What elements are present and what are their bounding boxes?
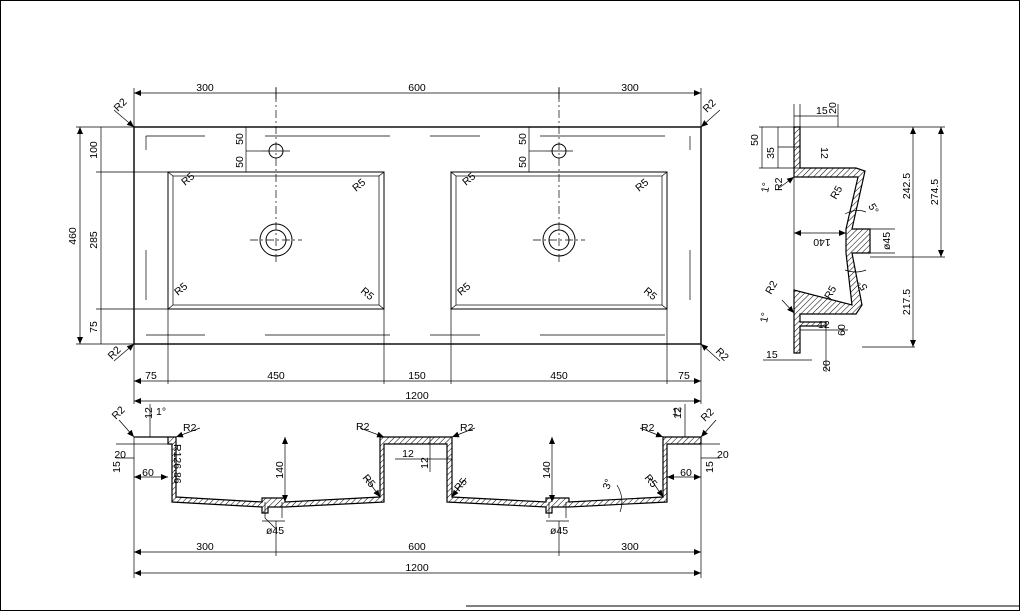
front-section: R2 R2 R2 R2 R2 R2 12 1° 20 15 60 R126.86… [110,404,729,578]
front-angle-left: 1° [156,406,166,418]
front-bowl-radius-left: R5 [360,472,378,490]
side-dim-274-5: 274.5 [929,179,941,205]
right-bowl-outline [450,171,668,310]
side-drain: ø45 [881,232,893,250]
front-radius-2: R2 [183,422,197,434]
dim-bottom-5: 75 [678,370,690,382]
front-inner-radius: R126.86 [171,444,183,484]
side-radius-inner-bottom: R5 [822,284,839,302]
side-radius-bottom: R2 [763,279,780,297]
dim-total-height: 460 [67,227,79,245]
side-dim-15-bottom: 15 [766,349,778,361]
side-dim-50: 50 [749,134,761,146]
side-dim-217-5: 217.5 [901,289,913,315]
side-section: 15 20 50 35 12 R2 1° R5 5° 5° R5 R2 1° 1… [749,102,945,372]
front-radius-3: R2 [356,421,370,433]
front-rim-12-right: 12 [672,407,684,419]
front-rim-20-right: 20 [717,449,729,461]
dim-bottom-3: 150 [408,370,426,382]
hole-offset-right-top: 50 [517,133,529,145]
side-dim-35: 35 [765,147,777,159]
bowl-radius-label: R5 [641,285,659,303]
front-section-profile [134,436,702,514]
dim-total-width: 1200 [405,390,429,402]
bowl-radius-label: R5 [633,176,651,194]
side-dim-60: 60 [836,324,848,336]
side-dim-20-bottom: 20 [821,360,833,372]
bowl-radius-label: R5 [179,170,197,188]
bowl-radius-label: R5 [460,170,478,188]
front-radius-5: R2 [641,422,655,434]
front-radius-6: R2 [699,406,717,424]
front-bowl-radius-mid: R5 [452,476,470,494]
dim-left-2: 285 [88,231,100,249]
bowl-radius-label: R5 [455,280,473,298]
front-center-12-h: 12 [402,448,414,460]
side-radius-top: R2 [773,177,785,191]
hole-offset-right-bottom: 50 [517,156,529,168]
side-section-profile [793,126,871,354]
front-draft-angle: 3° [601,477,616,491]
front-rim-20-left: 20 [114,449,126,461]
front-dim-bottom-2: 600 [408,541,426,553]
front-rim-60-left: 60 [142,467,154,479]
top-view: 300 600 300 R2 R2 R2 R2 460 100 285 75 5… [67,82,731,404]
front-depth-left: 140 [274,461,286,479]
front-rim-15-right: 15 [704,461,716,473]
hole-offset-left-bottom: 50 [234,156,246,168]
dim-bottom-4: 450 [550,370,568,382]
radius-bottom-left: R2 [106,344,124,362]
bowl-radius-label: R5 [172,280,190,298]
side-angle-bottom: 1° [758,312,772,324]
radius-top-right: R2 [701,97,719,115]
dim-top-2: 600 [408,82,426,94]
front-angle-right: 1° [672,406,682,418]
front-rim-15-left: 15 [111,461,123,473]
front-depth-right: 140 [541,461,553,479]
dim-left-3: 75 [88,321,100,333]
countertop-outline [133,126,702,345]
left-bowl-outline [167,171,385,310]
front-rim-60-right: 60 [680,467,692,479]
dim-top-1: 300 [196,82,214,94]
dim-top-3: 300 [621,82,639,94]
side-dim-12-top: 12 [818,147,830,159]
front-dim-bottom-3: 300 [621,541,639,553]
radius-top-left: R2 [112,96,130,114]
radius-bottom-right: R2 [713,346,731,364]
front-radius-1: R2 [110,404,128,422]
front-rim-12-left: 12 [143,407,155,419]
dim-bottom-1: 75 [145,370,157,382]
hole-offset-left-top: 50 [234,133,246,145]
dim-bottom-2: 450 [267,370,285,382]
bowl-radius-label: R5 [358,285,376,303]
side-angle-top: 1° [759,182,773,194]
front-dim-bottom-1: 300 [196,541,214,553]
side-radius-inner-top: R5 [828,184,845,202]
front-center-12-v: 12 [419,457,431,469]
bowl-radius-label: R5 [350,176,368,194]
side-angle-5-top: 5° [865,202,880,217]
side-dim-140: 140 [813,236,831,248]
front-drain-left: ø45 [266,525,284,537]
front-dim-total: 1200 [405,562,429,574]
side-dim-12-bottom: 12 [818,319,830,331]
side-dim-15: 15 [816,105,828,117]
side-dim-20: 20 [827,102,839,114]
front-radius-4: R2 [460,422,474,434]
dim-left-1: 100 [88,141,100,159]
side-dim-242-5: 242.5 [901,173,913,199]
